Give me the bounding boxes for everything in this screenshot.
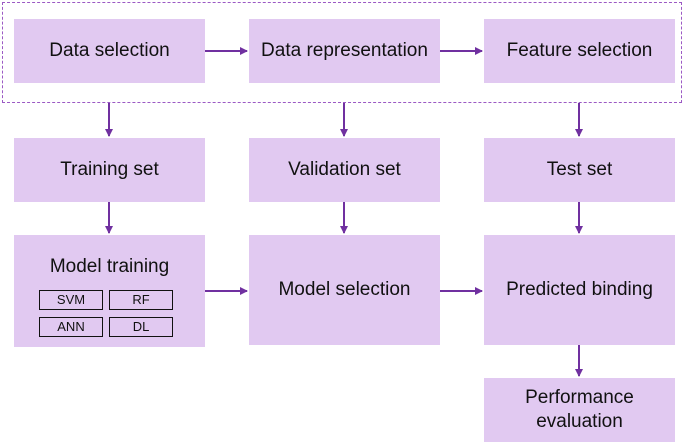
- performance-evaluation-label: Performance evaluation: [525, 387, 634, 432]
- model-selection-box: Model selection: [249, 235, 440, 345]
- data-representation-label: Data representation: [261, 40, 428, 62]
- feature-selection-label: Feature selection: [506, 40, 653, 62]
- predicted-binding-label: Predicted binding: [506, 279, 653, 301]
- algorithm-dl: DL: [109, 317, 173, 337]
- test-set-box: Test set: [484, 138, 675, 202]
- validation-set-box: Validation set: [249, 138, 440, 202]
- model-training-label: Model training: [49, 256, 170, 277]
- data-selection-label: Data selection: [49, 40, 170, 62]
- training-set-label: Training set: [60, 159, 159, 181]
- model-selection-label: Model selection: [278, 279, 411, 301]
- data-representation-box: Data representation: [249, 19, 440, 83]
- data-selection-box: Data selection: [14, 19, 205, 83]
- validation-set-label: Validation set: [288, 159, 401, 181]
- model-training-box: Model training SVM RF ANN DL: [14, 235, 205, 347]
- predicted-binding-box: Predicted binding: [484, 235, 675, 345]
- algorithm-ann: ANN: [39, 317, 103, 337]
- test-set-label: Test set: [546, 159, 613, 181]
- performance-evaluation-box: Performance evaluation: [484, 378, 675, 442]
- feature-selection-box: Feature selection: [484, 19, 675, 83]
- algorithm-svm: SVM: [39, 290, 103, 310]
- stage-group-dashed-border: [2, 2, 682, 103]
- training-set-box: Training set: [14, 138, 205, 202]
- algorithm-rf: RF: [109, 290, 173, 310]
